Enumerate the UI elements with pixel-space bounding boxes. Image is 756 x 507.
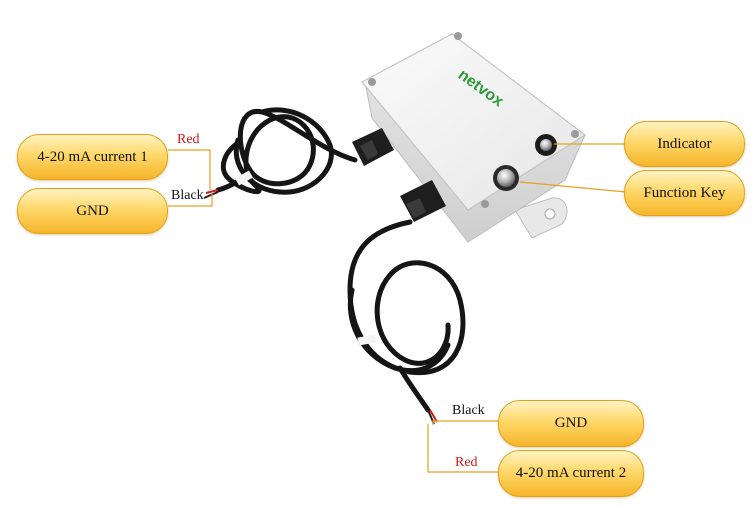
callout-bottom-current-label: 4-20 mA current 2 [515, 465, 627, 481]
callout-indicator: Indicator [624, 121, 745, 167]
leader-bottom-red [427, 424, 500, 473]
left-cable-tie [235, 170, 253, 186]
bottom-cable-tie [357, 334, 377, 346]
callout-bottom-current: 4-20 mA current 2 [498, 450, 644, 497]
wire-label-bottom-red: Red [455, 455, 478, 470]
leader-left-red [168, 149, 211, 190]
indicator-led [535, 134, 557, 156]
callout-function-key-label: Function Key [643, 184, 726, 201]
left-wire-ends [203, 189, 219, 199]
device-housing [361, 32, 587, 243]
left-cable-gland [352, 128, 394, 166]
bottom-cable-gland [400, 180, 446, 222]
callout-left-gnd-label: GND [76, 202, 109, 219]
wire-label-left-black: Black [171, 188, 204, 203]
callout-left-current-label: 4-20 mA current 1 [37, 148, 148, 165]
callout-bottom-gnd-label: GND [554, 415, 588, 431]
wire-label-left-red: Red [177, 132, 200, 147]
leader-lines [168, 143, 627, 473]
callout-bottom-gnd: GND [498, 400, 644, 447]
callout-left-current: 4-20 mA current 1 [17, 134, 168, 180]
callout-left-gnd: GND [17, 188, 168, 234]
callout-indicator-label: Indicator [657, 135, 712, 152]
leader-left-black [168, 194, 213, 207]
leader-bottom-black [432, 420, 500, 425]
leader-function-key [519, 181, 627, 193]
wire-label-bottom-black: Black [452, 403, 485, 418]
function-key-button[interactable] [493, 165, 519, 191]
bottom-cable [347, 219, 466, 413]
callout-function-key: Function Key [624, 170, 745, 216]
